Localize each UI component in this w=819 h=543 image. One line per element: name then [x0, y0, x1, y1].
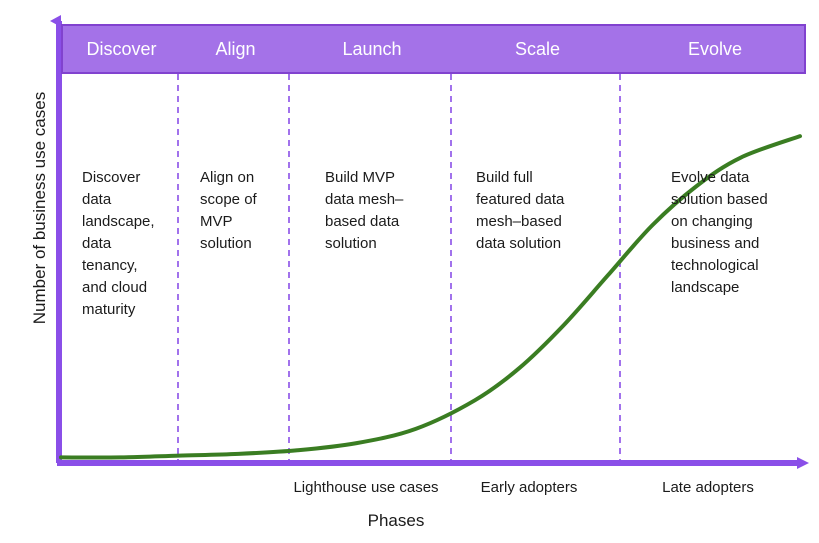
phase-header-discover-label: Discover	[86, 39, 157, 59]
phase-header-launch[interactable]: Launch	[291, 26, 453, 72]
phase-header-evolve[interactable]: Evolve	[622, 26, 808, 72]
phase-header-band: Discover Align Launch Scale Evolve	[61, 24, 806, 74]
x-tick-label-late-adopters: Late adopters	[662, 479, 754, 496]
phase-description-scale: Build full featured data mesh–based data…	[476, 169, 565, 252]
phase-divider-lines	[177, 74, 621, 462]
x-tick-label-lighthouse: Lighthouse use cases	[293, 479, 439, 496]
adoption-s-curve	[59, 134, 802, 460]
y-axis-title: Number of business use cases	[30, 91, 49, 325]
phase-header-launch-label: Launch	[342, 39, 402, 59]
phase-header-scale-label: Scale	[514, 39, 561, 59]
phase-description-align: Align on scope of MVP solution	[200, 169, 257, 252]
phase-description-launch: Build MVP data mesh– based data solution	[325, 169, 404, 252]
x-tick-label-early-adopters: Early adopters	[480, 479, 578, 496]
x-axis-title: Phases	[367, 511, 425, 530]
phase-description-discover: Discover data landscape, data tenancy, a…	[82, 169, 155, 318]
phase-header-align[interactable]: Align	[180, 26, 291, 72]
phase-header-align-label: Align	[215, 39, 256, 59]
phase-header-evolve-label: Evolve	[687, 39, 743, 59]
phase-header-discover[interactable]: Discover	[63, 26, 180, 72]
phase-description-evolve: Evolve data solution based on changing b…	[671, 169, 768, 296]
phase-header-scale[interactable]: Scale	[453, 26, 622, 72]
